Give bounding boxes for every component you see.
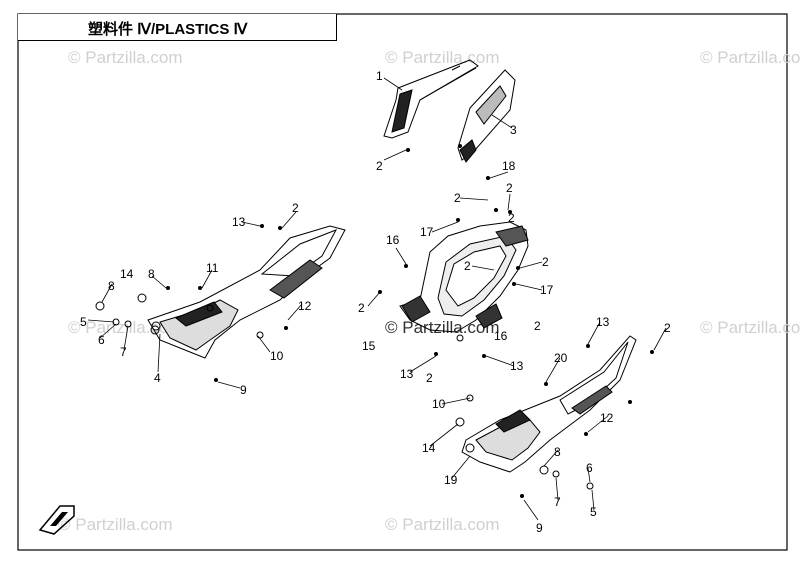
callout-17: 17: [540, 283, 554, 297]
callout-5: 5: [80, 315, 87, 329]
watermark-text: © Partzilla.com: [68, 48, 183, 67]
watermark-layer: © Partzilla.com © Partzilla.com © Partzi…: [58, 48, 800, 534]
callout-18: 18: [502, 159, 516, 173]
callout-2: 2: [426, 371, 433, 385]
callout-4: 4: [154, 371, 161, 385]
callout-8: 8: [108, 279, 115, 293]
callout-2: 2: [508, 211, 515, 225]
callout-7: 7: [120, 345, 127, 359]
callout-2: 2: [376, 159, 383, 173]
callout-8: 8: [148, 267, 155, 281]
callout-2: 2: [534, 319, 541, 333]
callout-1: 1: [376, 69, 383, 83]
diagram-title: 塑料件 Ⅳ/PLASTICS Ⅳ: [88, 21, 248, 38]
callout-9: 9: [240, 383, 247, 397]
part-center-fender: [399, 221, 529, 342]
callout-2: 2: [464, 259, 471, 273]
callout-14: 14: [120, 267, 134, 281]
watermark-text: © Partzilla.com: [700, 318, 800, 337]
washer-set: [95, 293, 594, 490]
callout-2: 2: [292, 201, 299, 215]
callout-19: 19: [444, 473, 458, 487]
callout-2: 2: [664, 321, 671, 335]
callout-13: 13: [596, 315, 610, 329]
callout-2: 2: [454, 191, 461, 205]
callout-2: 2: [506, 181, 513, 195]
part-right-side-panel: [461, 335, 637, 473]
callout-12: 12: [600, 411, 614, 425]
callout-2: 2: [358, 301, 365, 315]
part-upper-strip: [383, 59, 479, 139]
callout-13: 13: [232, 215, 246, 229]
part-left-side-panel: [147, 225, 346, 359]
callout-5: 5: [590, 505, 597, 519]
callout-14: 14: [422, 441, 436, 455]
callout-15: 15: [362, 339, 376, 353]
callout-3: 3: [510, 123, 517, 137]
watermark-text: © Partzilla.com: [385, 48, 500, 67]
callout-13: 13: [400, 367, 414, 381]
part-upper-cover: [457, 69, 516, 163]
leader-lines: [87, 77, 667, 521]
callout-20: 20: [554, 351, 568, 365]
callout-9: 9: [536, 521, 543, 535]
cfmoto-logo-icon: [38, 505, 75, 535]
watermark-text: © Partzilla.com: [700, 48, 800, 67]
callout-labels: 1 2 3 2 18 2 2 17 2 16 2 2 17 2 15 16 13…: [80, 69, 671, 535]
callout-12: 12: [298, 299, 312, 313]
callout-16: 16: [386, 233, 400, 247]
callout-11: 11: [206, 261, 219, 275]
callout-8: 8: [554, 445, 561, 459]
callout-6: 6: [586, 461, 593, 475]
watermark-text: © Partzilla.com: [58, 515, 173, 534]
fastener-set: [166, 144, 654, 498]
title-box: 塑料件 Ⅳ/PLASTICS Ⅳ: [18, 14, 337, 41]
callout-7: 7: [554, 495, 561, 509]
callout-6: 6: [98, 333, 105, 347]
callout-10: 10: [432, 397, 446, 411]
callout-16: 16: [494, 329, 508, 343]
callout-10: 10: [270, 349, 284, 363]
callout-2: 2: [542, 255, 549, 269]
callout-13: 13: [510, 359, 524, 373]
callout-17: 17: [420, 225, 434, 239]
watermark-text: © Partzilla.com: [385, 515, 500, 534]
outer-frame: [17, 13, 788, 551]
